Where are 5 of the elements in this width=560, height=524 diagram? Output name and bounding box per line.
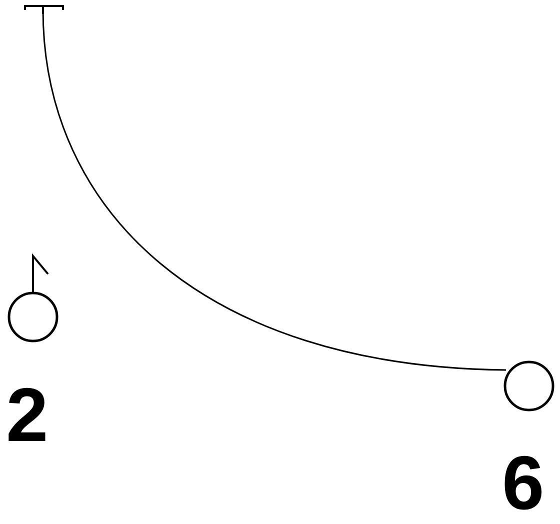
node-label: 6	[502, 446, 544, 522]
node-label: 2	[6, 378, 48, 454]
circle-symbol	[503, 360, 555, 412]
bar-symbol	[24, 4, 64, 14]
circle-symbol	[7, 255, 59, 343]
